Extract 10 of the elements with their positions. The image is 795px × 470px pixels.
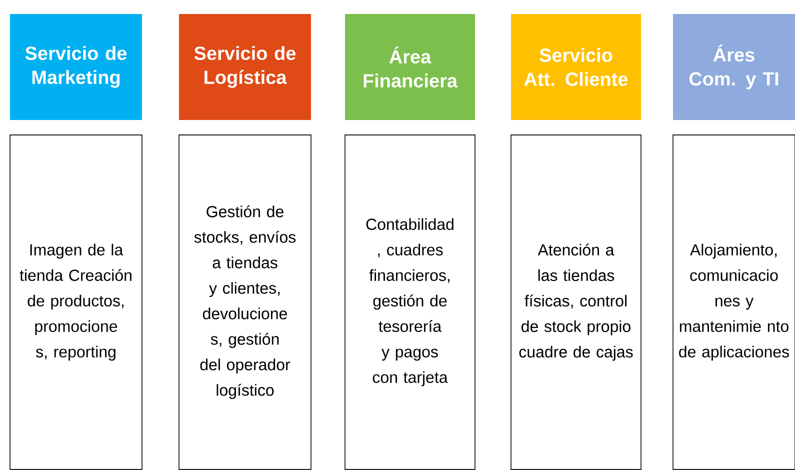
description-box: Imagen de la tienda Creación de productos, promocione s, reporting (10, 134, 142, 470)
description-box: Alojamiento, comunicacio nes y mantenimie nto de aplicaciones (672, 134, 795, 470)
header-box: Servicio de Marketing (10, 14, 142, 120)
header-box: Área Financiera (345, 14, 475, 120)
description-box: Atención a las tiendas físicas, control de stock propio cuadre de cajas (510, 134, 642, 470)
header-box: Servicio Att. Cliente (511, 14, 641, 120)
header-box: Áres Com. y TI (673, 14, 795, 120)
description-box: Gestión de stocks, envíos a tiendas y clientes, devolucione s, gestión del operador logístico (178, 134, 312, 470)
description-box: Contabilidad , cuadres financieros, gestión de tesorería y pagos con tarjeta (344, 134, 476, 470)
header-box: Servicio de Logística (179, 14, 311, 120)
